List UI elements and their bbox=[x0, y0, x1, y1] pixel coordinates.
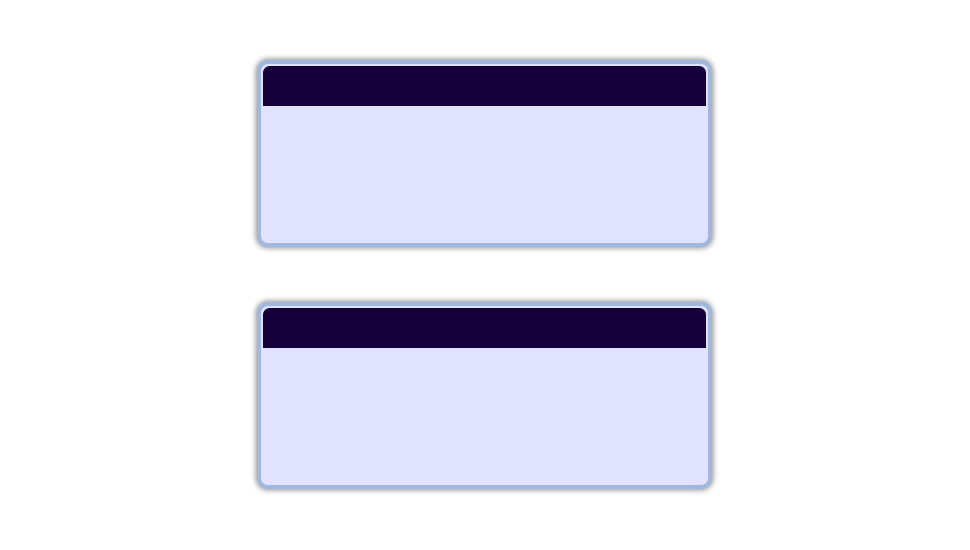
panel-body-bottom bbox=[263, 348, 706, 483]
panel-card-top bbox=[257, 60, 712, 247]
panel-card-bottom bbox=[257, 302, 712, 489]
panel-header-top bbox=[263, 66, 706, 106]
panel-body-top bbox=[263, 106, 706, 241]
panel-header-bottom bbox=[263, 308, 706, 348]
